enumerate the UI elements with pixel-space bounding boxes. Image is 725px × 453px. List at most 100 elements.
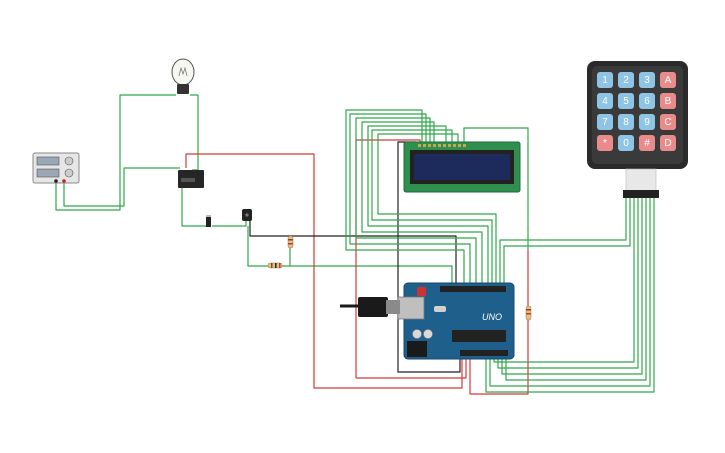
arduino-power-jack[interactable] xyxy=(407,341,427,357)
wire-keypad-5[interactable] xyxy=(501,198,643,375)
wire-bulb-left[interactable] xyxy=(55,94,176,211)
wire-psu-relay[interactable] xyxy=(63,167,180,207)
keypad-key-label: A xyxy=(665,75,672,86)
transistor-dot xyxy=(245,213,249,217)
wire-black-lcd[interactable] xyxy=(397,141,461,373)
wire-black-buzzer[interactable] xyxy=(249,216,457,286)
keypad-key-face xyxy=(660,114,676,130)
wire-lcd-1[interactable] xyxy=(345,109,465,286)
keypad-key[interactable]: 8 xyxy=(618,114,634,130)
bulb-filament xyxy=(178,66,188,77)
keypad-key[interactable]: 2 xyxy=(618,72,634,88)
wire-keypad-4[interactable] xyxy=(497,198,639,369)
keypad-key-face xyxy=(639,114,655,130)
keypad-key[interactable]: C xyxy=(660,114,676,130)
keypad-key-face xyxy=(597,93,613,109)
arduino-reset-button[interactable] xyxy=(417,287,426,296)
keypad-key-label: # xyxy=(644,138,650,149)
usb-cable[interactable] xyxy=(340,297,400,317)
power-supply-knob-1[interactable] xyxy=(64,156,74,166)
resistor-vertical-right[interactable] xyxy=(525,305,532,321)
keypad-ribbon xyxy=(625,168,657,192)
keypad-key-face xyxy=(660,93,676,109)
wire-resistor-arduino[interactable] xyxy=(282,246,291,267)
wire-red-right[interactable] xyxy=(469,320,529,395)
keypad-key-label: 6 xyxy=(644,96,650,107)
keypad-key[interactable]: 9 xyxy=(639,114,655,130)
wire-keypad-2[interactable] xyxy=(503,198,631,286)
keypad-key[interactable]: 4 xyxy=(597,93,613,109)
wire-keypad-1[interactable] xyxy=(499,198,627,286)
wire-lcd-7[interactable] xyxy=(377,133,497,286)
wire-keypad-3[interactable] xyxy=(493,198,635,363)
keypad-key-face xyxy=(618,72,634,88)
wire-bulb-right[interactable] xyxy=(190,94,199,171)
wire-resistor-to-arduino-pin[interactable] xyxy=(290,265,453,286)
keypad-key[interactable]: 5 xyxy=(618,93,634,109)
wire-buzzer-resistor[interactable] xyxy=(247,226,270,267)
keypad-key-label: 7 xyxy=(602,117,608,128)
keypad-key-face xyxy=(618,93,634,109)
wire-keypad-6[interactable] xyxy=(505,198,647,381)
resistor-vertical-left[interactable] xyxy=(287,235,294,249)
arduino-usb-port[interactable] xyxy=(397,296,425,320)
bulb-glass xyxy=(171,58,195,86)
keypad-key-face xyxy=(618,114,634,130)
keypad-key-face xyxy=(597,114,613,130)
keypad-key-face xyxy=(597,135,613,151)
arduino-capacitor-2 xyxy=(423,329,433,339)
arduino-crystal xyxy=(434,306,446,312)
transistor[interactable] xyxy=(242,209,252,221)
keypad-key[interactable]: D xyxy=(660,135,676,151)
keypad-key-label: * xyxy=(603,138,607,149)
relay[interactable] xyxy=(178,170,204,188)
wire-relay-diode[interactable] xyxy=(181,180,208,227)
power-supply-knob-2[interactable] xyxy=(64,168,74,178)
wire-keypad-7[interactable] xyxy=(489,198,651,387)
power-supply-terminal-pos[interactable] xyxy=(62,179,66,183)
power-supply-display-1 xyxy=(36,156,60,166)
wire-lcd-8[interactable] xyxy=(463,127,529,250)
wire-lcd-5[interactable] xyxy=(367,125,489,286)
diode[interactable] xyxy=(206,215,211,227)
wires xyxy=(55,94,655,395)
keypad-key-label: D xyxy=(664,138,671,149)
wire-red-arduino-5v[interactable] xyxy=(356,356,467,379)
keypad-key-face xyxy=(597,72,613,88)
keypad-key-label: 8 xyxy=(623,117,629,128)
relay-marking xyxy=(181,178,195,182)
keypad-key[interactable]: 0 xyxy=(618,135,634,151)
keypad-key[interactable]: A xyxy=(660,72,676,88)
keypad-key-label: 9 xyxy=(644,117,650,128)
lcd-screen xyxy=(414,154,510,180)
keypad-key[interactable]: 7 xyxy=(597,114,613,130)
usb-cable-head xyxy=(386,300,400,314)
diode-band xyxy=(206,215,211,217)
keypad-key[interactable]: 3 xyxy=(639,72,655,88)
wire-keypad-8[interactable] xyxy=(485,198,655,393)
keypad-key[interactable]: 6 xyxy=(639,93,655,109)
lcd-display[interactable] xyxy=(403,141,521,193)
power-supply[interactable] xyxy=(32,152,80,184)
wire-lcd-6[interactable] xyxy=(371,129,493,286)
power-supply-terminal-neg[interactable] xyxy=(54,179,58,183)
keypad-key-label: 5 xyxy=(623,96,629,107)
keypad-key-label: 2 xyxy=(623,75,629,86)
keypad-key-label: 1 xyxy=(602,75,608,86)
keypad-key[interactable]: 1 xyxy=(597,72,613,88)
wire-lcd-2[interactable] xyxy=(349,113,471,286)
wire-red-relay[interactable] xyxy=(185,153,463,389)
keypad-key-label: 3 xyxy=(644,75,650,86)
keypad-key[interactable]: B xyxy=(660,93,676,109)
keypad-key[interactable]: * xyxy=(597,135,613,151)
resistor-horizontal[interactable] xyxy=(267,262,283,269)
arduino-model-label: UNO xyxy=(482,312,502,322)
arduino-capacitor-1 xyxy=(412,329,422,339)
wire-diode-buzzer[interactable] xyxy=(212,216,247,227)
light-bulb[interactable] xyxy=(171,58,195,94)
wire-lcd-3[interactable] xyxy=(355,117,477,286)
arduino-uno[interactable]: UNO xyxy=(397,282,515,360)
keypad-key[interactable]: # xyxy=(639,135,655,151)
